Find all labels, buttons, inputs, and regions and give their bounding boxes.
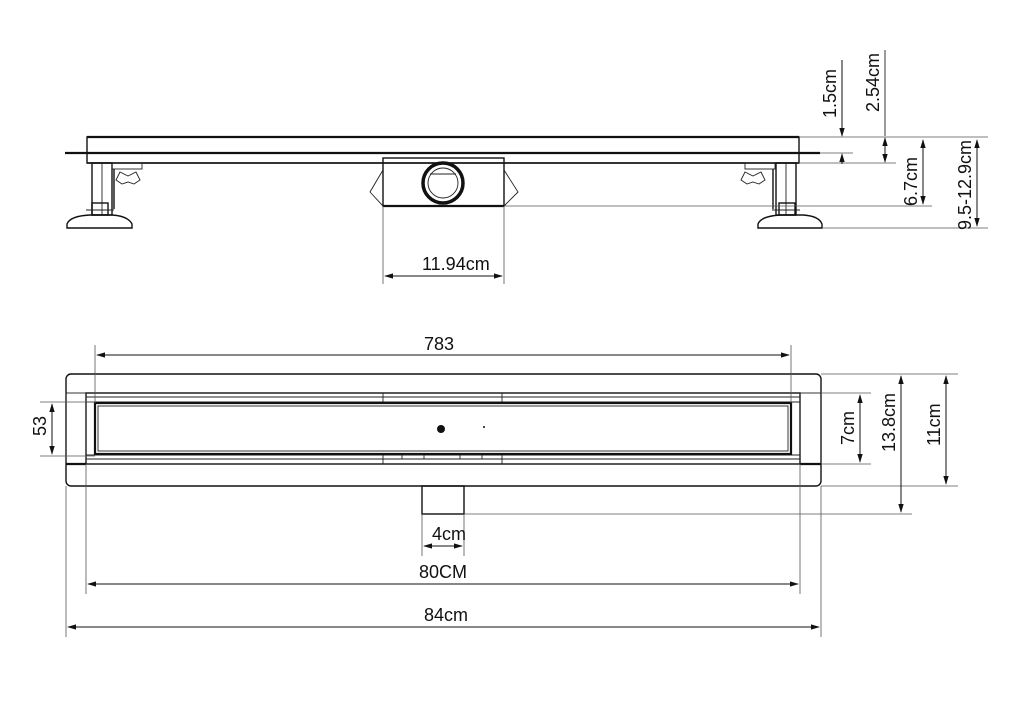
channel-body <box>86 136 800 164</box>
body-height-label: 6.7cm <box>901 157 921 206</box>
channel-top-label: 2.54cm <box>863 53 883 112</box>
grate-width-label: 53 <box>30 416 50 436</box>
grate-insert <box>93 401 793 456</box>
adjustable-height-label: 9.5-12.9cm <box>955 140 975 230</box>
side-view: 11.94cm 1.5cm 2.54cm 6.7cm 9.5-12.9cm <box>65 50 988 284</box>
outlet-pipe-icon <box>421 161 465 205</box>
left-leveling-foot <box>66 162 143 229</box>
right-leveling-foot <box>740 162 823 229</box>
lift-hole-icon <box>437 425 445 433</box>
outlet-width-label: 11.94cm <box>422 254 490 274</box>
grate-thickness-label: 1.5cm <box>820 69 840 118</box>
inner-width-label: 7cm <box>838 411 858 445</box>
flange-width-label: 11cm <box>924 403 944 446</box>
overall-with-outlet-label: 13.8cm <box>879 393 899 452</box>
overall-length-label: 84cm <box>424 605 468 625</box>
outlet-box <box>369 157 519 208</box>
top-view: 783 53 7cm 13.8cm 11cm 4cm 80CM <box>30 334 958 637</box>
wing-nut-icon <box>740 171 766 185</box>
outlet-diameter-label: 4cm <box>432 524 466 544</box>
grate-length-label: 783 <box>424 334 454 354</box>
outlet-stub <box>421 485 465 515</box>
wing-nut-icon <box>115 171 141 185</box>
channel-length-label: 80CM <box>419 562 467 582</box>
